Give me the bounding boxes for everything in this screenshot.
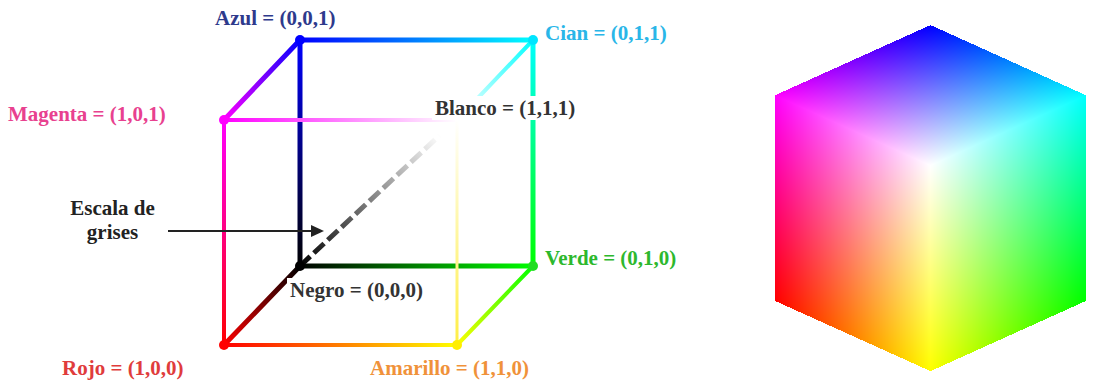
color-label: Rojo = (1,0,0) bbox=[62, 356, 184, 380]
color-label: Amarillo = (1,1,0) bbox=[370, 356, 529, 380]
gray-scale-arrow bbox=[168, 225, 324, 237]
color-label: Verde = (0,1,0) bbox=[545, 246, 676, 270]
color-label: Azul = (0,0,1) bbox=[215, 6, 335, 30]
color-label: Blanco = (1,1,1) bbox=[432, 96, 578, 120]
color-label: Negro = (0,0,0) bbox=[287, 278, 426, 302]
color-label: Cian = (0,1,1) bbox=[545, 21, 667, 45]
rgb-solid-cube bbox=[760, 15, 1100, 380]
color-label: Escala de grises bbox=[50, 196, 175, 244]
color-label: Magenta = (1,0,1) bbox=[8, 102, 166, 126]
